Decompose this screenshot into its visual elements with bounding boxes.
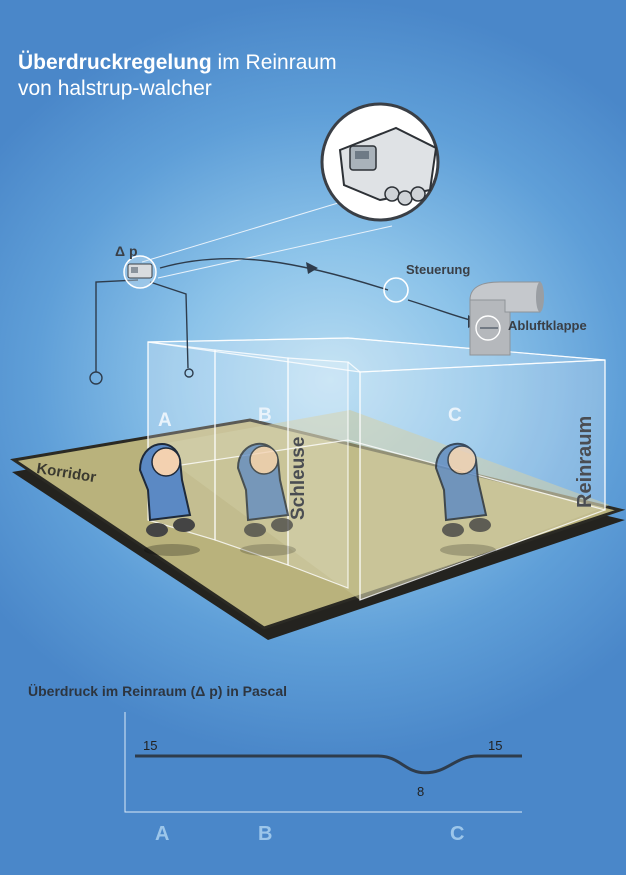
device-zoom-callout — [320, 102, 440, 222]
subtitle: von halstrup-walcher — [18, 77, 212, 100]
title-bold: Überdruckregelung — [18, 51, 212, 74]
title-rest: im Reinraum — [211, 51, 337, 74]
cleanroom-person-icon — [138, 443, 200, 556]
cleanroom-person-icon — [434, 442, 496, 556]
callout-leader — [141, 199, 393, 279]
chart-axes — [124, 712, 522, 813]
chart-title: Überdruck im Reinraum (Δ p) in Pascal — [28, 683, 288, 699]
exhaust-duct-icon — [469, 281, 544, 356]
cleanroom-person-icon — [236, 442, 296, 556]
sensor-wiring — [89, 279, 194, 385]
page-title: Überdruckregelung im Reinraum von halstr… — [18, 50, 337, 102]
pressure-chart — [124, 712, 522, 813]
abluftklappe-label: Abluftklappe — [508, 318, 587, 333]
schleuse-label: Schleuse — [288, 436, 309, 520]
data-label-min: 8 — [417, 784, 425, 799]
data-label-end: 15 — [488, 738, 503, 753]
chart-x-label-b: B — [258, 823, 273, 845]
zone-c-label: C — [448, 405, 462, 426]
chart-x-label-a: A — [155, 823, 170, 845]
cleanroom-diagram — [10, 102, 626, 640]
steuerung-label: Steuerung — [406, 262, 471, 277]
dp-label: Δ p — [115, 243, 138, 259]
pressure-series-line — [135, 754, 522, 775]
steuerung-node — [383, 277, 409, 303]
data-label-start: 15 — [143, 738, 158, 753]
chart-x-label-c: C — [450, 823, 465, 845]
reinraum-label: Reinraum — [574, 415, 596, 508]
zone-a-label: A — [158, 410, 172, 431]
zone-b-label: B — [258, 405, 272, 426]
pressure-controller-icon — [123, 255, 157, 289]
